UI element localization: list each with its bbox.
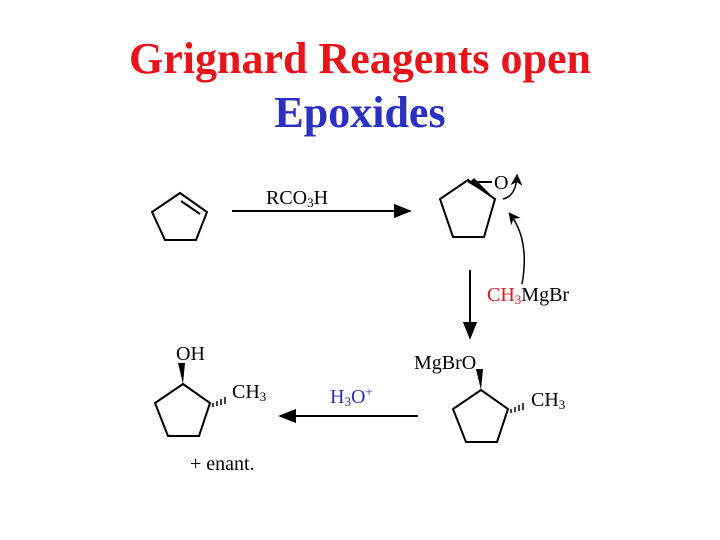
enantiomer-note: + enant.: [190, 453, 255, 475]
epoxide-wedge-bond: [469, 178, 495, 199]
curved-arrow-nucleophile: [508, 212, 525, 285]
epoxide-structure: [438, 178, 497, 238]
methyl-label-alcohol: CH3: [232, 381, 267, 404]
hydroxyl-label: OH: [176, 343, 205, 365]
reagent-peracid: RCO3H: [266, 187, 329, 210]
curved-arrow-c-o: [502, 173, 523, 200]
alkoxide-label: MgBrO: [414, 352, 477, 374]
alkoxide-hash-bond: [510, 403, 524, 413]
reagent-acid: H3O+: [330, 384, 373, 409]
alcohol-hash-bond: [212, 397, 226, 407]
alcohol-wedge-bond: [178, 363, 185, 384]
slide-title-line-2: Epoxides: [274, 88, 446, 137]
alkoxide-structure: [451, 388, 510, 443]
epoxide-oxygen-label: O: [494, 172, 509, 194]
reagent-grignard: CH3MgBr: [487, 284, 570, 307]
slide-title-line-1: Grignard Reagents open: [129, 34, 591, 83]
alkoxide-wedge-bond: [476, 369, 483, 390]
cyclopentene-structure: [150, 191, 209, 241]
methyl-label-alkoxide: CH3: [531, 389, 566, 412]
alcohol-structure: [153, 382, 212, 437]
